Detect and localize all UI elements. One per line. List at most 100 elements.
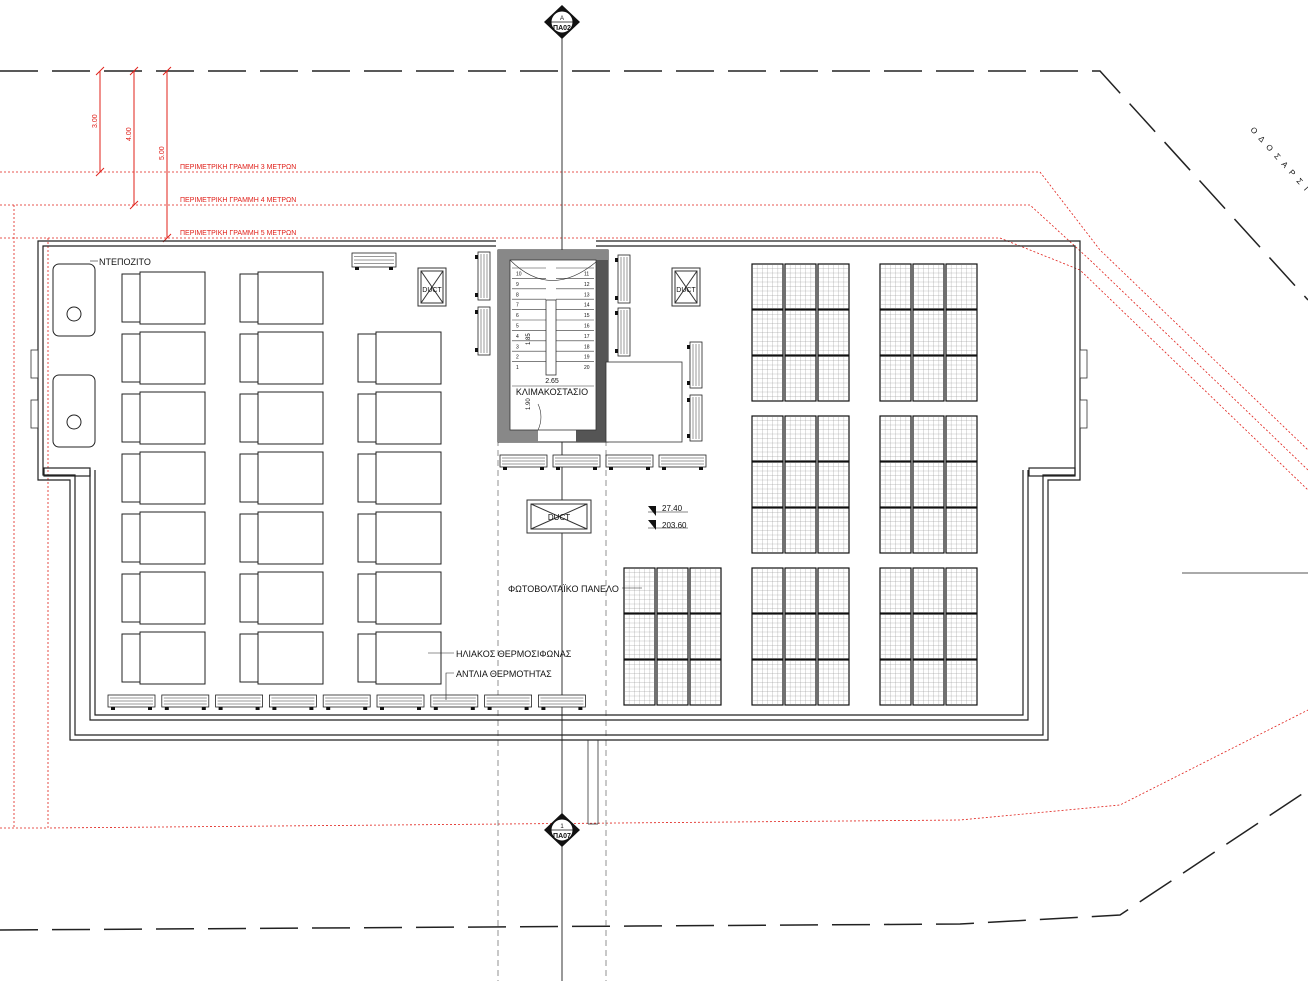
stair-step-number: 17 bbox=[584, 334, 590, 340]
solar-heater-unit bbox=[357, 391, 442, 445]
pv-panel bbox=[945, 415, 978, 462]
heat-pump-unit bbox=[475, 251, 491, 301]
stair-step-number: 8 bbox=[516, 292, 519, 298]
stair-step-number: 1 bbox=[516, 365, 519, 371]
heat-pump-unit bbox=[484, 694, 533, 710]
pv-panel bbox=[751, 507, 784, 554]
pv-panel bbox=[751, 659, 784, 706]
pv-panel bbox=[689, 567, 722, 614]
pv-panel bbox=[912, 507, 945, 554]
pv-panel bbox=[751, 415, 784, 462]
pv-panel bbox=[817, 567, 850, 614]
pv-panel bbox=[817, 355, 850, 402]
pv-panel bbox=[945, 507, 978, 554]
solar-heater-unit bbox=[239, 451, 324, 505]
solar-heaters bbox=[121, 271, 442, 685]
stair-step-number: 10 bbox=[516, 272, 522, 278]
pv-panel bbox=[912, 263, 945, 310]
side-details bbox=[30, 349, 1088, 429]
heat-pump-unit bbox=[268, 694, 317, 710]
stair-step-number: 19 bbox=[584, 355, 590, 361]
level-markers bbox=[648, 506, 688, 530]
pv-panel bbox=[784, 613, 817, 660]
heat-pumps bbox=[107, 251, 707, 710]
heat-pump-unit bbox=[322, 694, 371, 710]
pv-panel bbox=[784, 263, 817, 310]
pv-panel bbox=[623, 659, 656, 706]
stair-annex bbox=[605, 361, 683, 443]
solar-heater-unit bbox=[121, 511, 206, 565]
setback-dim-3: 3.00 bbox=[92, 114, 99, 128]
pv-panel bbox=[879, 659, 912, 706]
pv-panel bbox=[879, 507, 912, 554]
setback-label-3: ΠΕΡΙΜΕΤΡΙΚΗ ΓΡΑΜΜΗ 3 ΜΕΤΡΩΝ bbox=[180, 164, 296, 171]
solar-heater-unit bbox=[121, 571, 206, 625]
section-bottom-number: 1 bbox=[560, 824, 564, 830]
pv-panel bbox=[879, 263, 912, 310]
solar-heater-unit bbox=[239, 511, 324, 565]
heat-pump-unit bbox=[376, 694, 425, 710]
solar-heater-unit bbox=[357, 631, 442, 685]
section-bottom-sheet: ΠΑ07 bbox=[553, 833, 571, 840]
stair-height-dim: 1.90 bbox=[526, 398, 532, 410]
pv-panel bbox=[784, 461, 817, 508]
pv-panel bbox=[623, 567, 656, 614]
pv-panel bbox=[817, 461, 850, 508]
setback-dim-4: 4.00 bbox=[126, 127, 133, 141]
stair-mid-dim: 1.85 bbox=[526, 333, 532, 345]
stair-step-number: 3 bbox=[516, 344, 519, 350]
pv-panel bbox=[817, 415, 850, 462]
heat-pump-unit bbox=[658, 454, 707, 470]
pv-panel bbox=[784, 567, 817, 614]
pv-panel bbox=[817, 613, 850, 660]
pv-panel bbox=[912, 613, 945, 660]
stairwell-label: ΚΛΙΜΑΚΟΣΤΑΣΙΟ bbox=[516, 387, 588, 397]
heat-pump-label: ΑΝΤΛΙΑ ΘΕΡΜΟΤΗΤΑΣ bbox=[456, 669, 552, 679]
stair-step-number: 7 bbox=[516, 303, 519, 309]
stair-step-number: 12 bbox=[584, 282, 590, 288]
ducts bbox=[417, 267, 701, 534]
pv-panel bbox=[751, 263, 784, 310]
pv-panel bbox=[879, 355, 912, 402]
tank-label: ΝΤΕΠΟΖΙΤΟ bbox=[99, 257, 151, 267]
solar-heater-unit bbox=[357, 451, 442, 505]
pv-panel bbox=[784, 415, 817, 462]
heat-pump-unit bbox=[687, 341, 703, 389]
pv-panel bbox=[817, 659, 850, 706]
pv-panel bbox=[912, 415, 945, 462]
pv-panel bbox=[751, 567, 784, 614]
section-marker-top: A ΠΑ02 bbox=[544, 5, 580, 39]
heat-pump-unit bbox=[687, 394, 703, 442]
level-lower: 203.60 bbox=[662, 521, 687, 530]
stair-step-number: 16 bbox=[584, 324, 590, 330]
solar-heater-unit bbox=[121, 631, 206, 685]
solar-heater-unit bbox=[239, 571, 324, 625]
heat-pump-unit bbox=[475, 306, 491, 356]
pv-panel bbox=[817, 309, 850, 356]
duct-label-3: DUCT bbox=[548, 513, 570, 522]
duct-label-1: DUCT bbox=[422, 287, 442, 294]
heat-pump-leader bbox=[445, 672, 454, 700]
solar-heater-unit bbox=[121, 451, 206, 505]
pv-panel bbox=[623, 613, 656, 660]
solar-heater-unit bbox=[357, 511, 442, 565]
pv-panel bbox=[656, 659, 689, 706]
pv-panel bbox=[879, 567, 912, 614]
pv-panel bbox=[817, 507, 850, 554]
heat-pump-unit bbox=[161, 694, 210, 710]
pv-panel bbox=[656, 613, 689, 660]
stair-step-number: 15 bbox=[584, 313, 590, 319]
solar-heater-unit bbox=[239, 391, 324, 445]
pv-panel bbox=[879, 613, 912, 660]
heat-pump-unit bbox=[499, 454, 548, 470]
heat-pump-unit bbox=[215, 694, 264, 710]
stair-step-number: 4 bbox=[516, 334, 519, 340]
heat-pump-unit bbox=[538, 694, 586, 710]
setback-lines bbox=[0, 171, 1308, 829]
stair-step-number: 11 bbox=[584, 272, 589, 278]
heat-pump-unit bbox=[107, 694, 156, 710]
pv-panel bbox=[945, 659, 978, 706]
section-marker-bottom: 1 ΠΑ07 bbox=[544, 813, 580, 847]
pv-panel bbox=[784, 507, 817, 554]
